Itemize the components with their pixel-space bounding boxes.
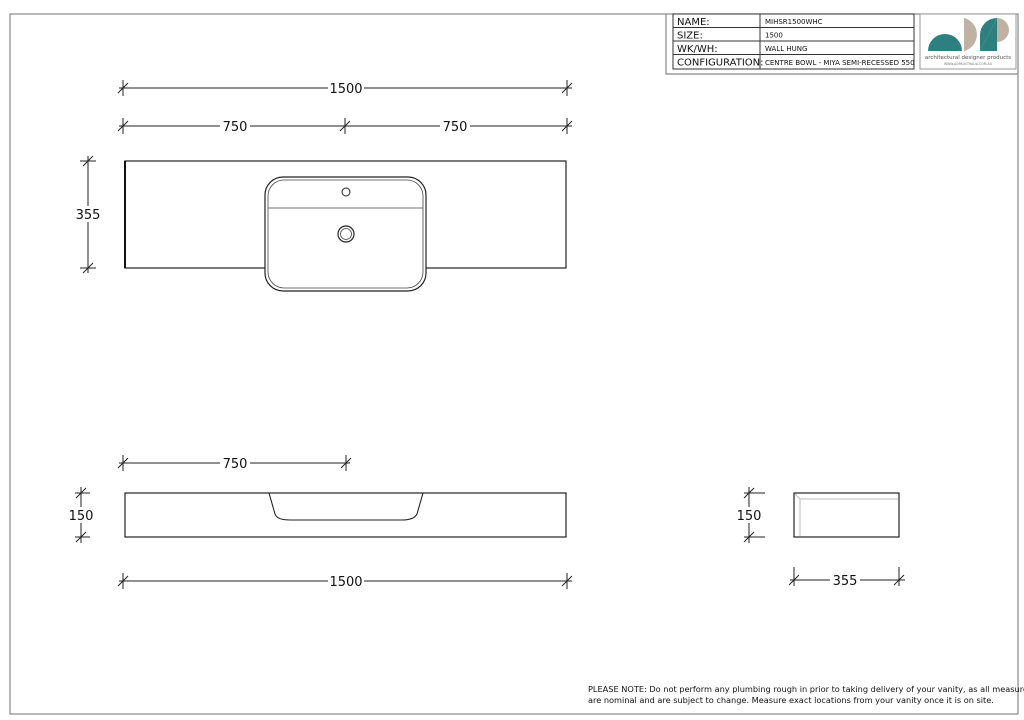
plan-view: 1500 750 750 355 [74,80,573,292]
title-block: NAME: MIHSR1500WHC SIZE: 1500 WK/WH: WAL… [672,13,915,70]
vanity-front-elevation [124,492,567,538]
configuration-label: CONFIGURATION: [677,58,764,69]
adp-logo: architectural designer products WWW.ADPA… [919,13,1017,70]
front-bowl-centre-dim: 750 [223,457,248,472]
logo-tagline: architectural designer products [925,55,1011,61]
side-depth-dim: 355 [833,574,858,589]
disclaimer-note-line-2: are nominal and are subject to change. M… [588,695,994,705]
front-height-dim: 150 [69,509,94,524]
waste-outlet-icon [337,225,355,243]
plan-right-half-dim: 750 [443,120,468,135]
side-view: 150 355 [735,487,905,589]
vanity-side-elevation [793,492,900,538]
side-height-dim: 150 [737,509,762,524]
plan-left-half-dim: 750 [223,120,248,135]
front-overall-width-dim: 1500 [329,575,362,590]
name-value: MIHSR1500WHC [765,18,823,26]
title-block-border [665,14,1018,75]
plan-overall-width-dim: 1500 [329,82,362,97]
plan-depth-dim: 355 [76,208,101,223]
front-view: 750 150 1500 [67,455,573,590]
logo-website: WWW.ADPAUSTRALIA.COM.AU [944,62,993,66]
wk-wh-value: WALL HUNG [765,45,807,53]
logo-beige-shape [997,18,1009,42]
size-label: SIZE: [677,31,703,42]
wk-wh-label: WK/WH: [677,44,718,55]
disclaimer-note-line-1: PLEASE NOTE: Do not perform any plumbing… [588,684,1024,694]
size-value: 1500 [765,32,783,40]
basin-front-profile [268,492,424,521]
basin-plan-inner [267,179,424,289]
logo-teal-semicircle [928,34,962,51]
name-label: NAME: [677,17,710,28]
configuration-value: CENTRE BOWL - MIYA SEMI-RECESSED 550 [765,59,915,67]
logo-beige-halfdisc [964,18,977,51]
tap-hole-icon [341,187,351,197]
sheet-border [9,13,1019,715]
basin-plan-outer [264,176,427,292]
